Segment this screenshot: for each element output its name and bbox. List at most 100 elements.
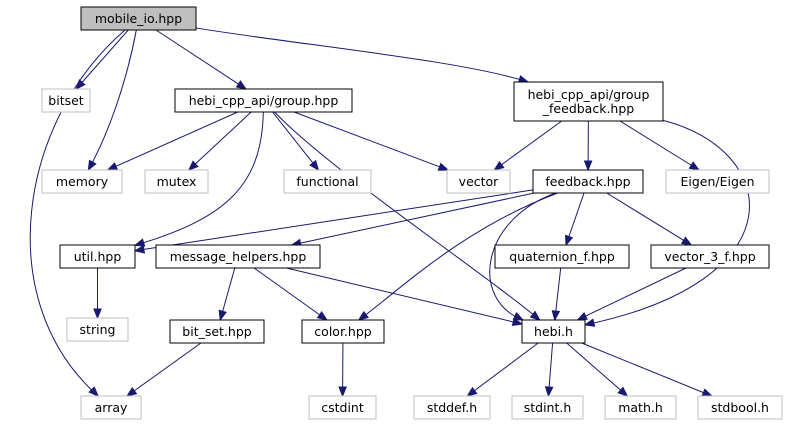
node-box bbox=[174, 88, 353, 113]
node-group[interactable]: hebi_cpp_api/group.hpp bbox=[174, 88, 353, 113]
arrow-head-icon bbox=[688, 161, 701, 171]
edge-message_helpers-to-bit_set bbox=[218, 267, 236, 322]
arrow-head-icon bbox=[309, 159, 320, 172]
arrow-head-icon bbox=[88, 386, 100, 397]
arrow-head-icon bbox=[357, 310, 369, 321]
edge-message_helpers-to-hebi_h bbox=[286, 267, 524, 327]
edge-group_feedback-to-hebi_h bbox=[583, 119, 750, 327]
edge-message_helpers-to-color bbox=[253, 267, 328, 321]
arrow-head-icon bbox=[544, 386, 554, 398]
edge-line bbox=[581, 342, 704, 394]
node-mutex: mutex bbox=[144, 169, 209, 194]
node-quaternion[interactable]: quaternion_f.hpp bbox=[494, 244, 630, 269]
edge-line bbox=[222, 267, 236, 312]
node-hebi-h[interactable]: hebi.h bbox=[521, 319, 586, 344]
node-box bbox=[80, 6, 197, 31]
edge-line bbox=[293, 111, 440, 168]
arrow-head-icon bbox=[106, 162, 119, 171]
edge-hebi_h-to-stddef bbox=[466, 342, 539, 397]
node-box bbox=[494, 244, 630, 269]
node-box bbox=[59, 244, 136, 269]
node-label: vector bbox=[459, 174, 500, 189]
node-string: string bbox=[66, 317, 129, 342]
node-feedback[interactable]: feedback.hpp bbox=[532, 169, 644, 194]
edge-line bbox=[474, 342, 539, 392]
edge-line bbox=[134, 111, 264, 246]
edge-group-to-vector bbox=[293, 111, 450, 171]
edge-group-to-util bbox=[133, 111, 264, 247]
edge-feedback-to-util bbox=[133, 189, 534, 254]
node-stddef: stddef.h bbox=[413, 395, 491, 420]
node-label: hebi_cpp_api/group.hpp bbox=[189, 93, 339, 108]
node-label: hebi.h bbox=[534, 324, 573, 339]
node-label: functional bbox=[296, 174, 358, 189]
edge-line bbox=[585, 267, 687, 317]
edge-mobile_io-to-array bbox=[29, 29, 126, 397]
node-box bbox=[446, 169, 511, 194]
node-color[interactable]: color.hpp bbox=[301, 319, 385, 344]
arrow-head-icon bbox=[583, 160, 593, 172]
edge-feedback-to-message_helpers bbox=[290, 192, 535, 248]
arrow-head-icon bbox=[133, 238, 146, 247]
node-box bbox=[155, 244, 321, 269]
node-label: mobile_io.hpp bbox=[95, 11, 182, 26]
node-box bbox=[511, 395, 584, 420]
arrow-head-icon bbox=[529, 310, 541, 321]
edge-util-to-string bbox=[93, 268, 102, 320]
node-vector3[interactable]: vector_3_f.hpp bbox=[650, 244, 770, 269]
node-eigen: Eigen/Eigen bbox=[665, 169, 770, 194]
edge-line bbox=[555, 267, 562, 312]
node-box bbox=[283, 169, 372, 194]
node-box bbox=[604, 395, 677, 420]
edge-line bbox=[29, 29, 126, 397]
edge-line bbox=[274, 111, 541, 321]
node-label: string bbox=[80, 322, 116, 337]
arrow-head-icon bbox=[87, 159, 97, 172]
arrow-head-icon bbox=[218, 309, 227, 322]
arrow-head-icon bbox=[617, 386, 629, 397]
edge-hebi_h-to-stdint bbox=[544, 342, 554, 398]
node-label: message_helpers.hpp bbox=[170, 249, 307, 264]
edge-line bbox=[87, 29, 137, 171]
node-group-feedback[interactable]: hebi_cpp_api/group_feedback.hpp bbox=[513, 81, 664, 122]
node-box bbox=[513, 81, 664, 122]
node-util[interactable]: util.hpp bbox=[59, 244, 136, 269]
arrow-head-icon bbox=[338, 386, 347, 398]
edge-line bbox=[286, 267, 514, 323]
node-bit-set[interactable]: bit_set.hpp bbox=[169, 319, 265, 344]
edge-mobile_io-to-memory bbox=[87, 29, 137, 172]
node-box bbox=[521, 319, 586, 344]
node-label: math.h bbox=[618, 400, 663, 415]
edge-line bbox=[619, 120, 692, 166]
node-label: mutex bbox=[157, 174, 197, 189]
edge-group-to-memory bbox=[106, 111, 238, 171]
node-box bbox=[144, 169, 209, 194]
node-box bbox=[413, 395, 491, 420]
edge-line bbox=[81, 29, 129, 83]
edge-line bbox=[155, 29, 239, 85]
arrow-head-icon bbox=[437, 162, 450, 171]
node-array: array bbox=[80, 395, 142, 420]
edge-feedback-to-color bbox=[357, 192, 558, 321]
node-box bbox=[80, 395, 142, 420]
node-functional: functional bbox=[283, 169, 372, 194]
edge-feedback-to-quaternion bbox=[564, 192, 585, 247]
node-box bbox=[41, 88, 91, 113]
arrow-head-icon bbox=[511, 317, 524, 327]
arrow-head-icon bbox=[125, 386, 138, 397]
edge-hebi_h-to-stdbool bbox=[581, 342, 714, 397]
edge-group-to-hebi_h bbox=[274, 111, 541, 321]
node-label: Eigen/Eigen bbox=[680, 174, 754, 189]
edge-group-to-mutex bbox=[187, 111, 252, 171]
arrow-head-icon bbox=[564, 234, 574, 247]
arrow-head-icon bbox=[512, 311, 525, 321]
node-bitset: bitset bbox=[41, 88, 91, 113]
node-label: bit_set.hpp bbox=[182, 324, 251, 339]
node-box bbox=[650, 244, 770, 269]
node-label: feedback.hpp bbox=[545, 174, 630, 189]
node-box bbox=[697, 395, 783, 420]
node-memory: memory bbox=[41, 169, 123, 194]
node-message-helpers[interactable]: message_helpers.hpp bbox=[155, 244, 321, 269]
